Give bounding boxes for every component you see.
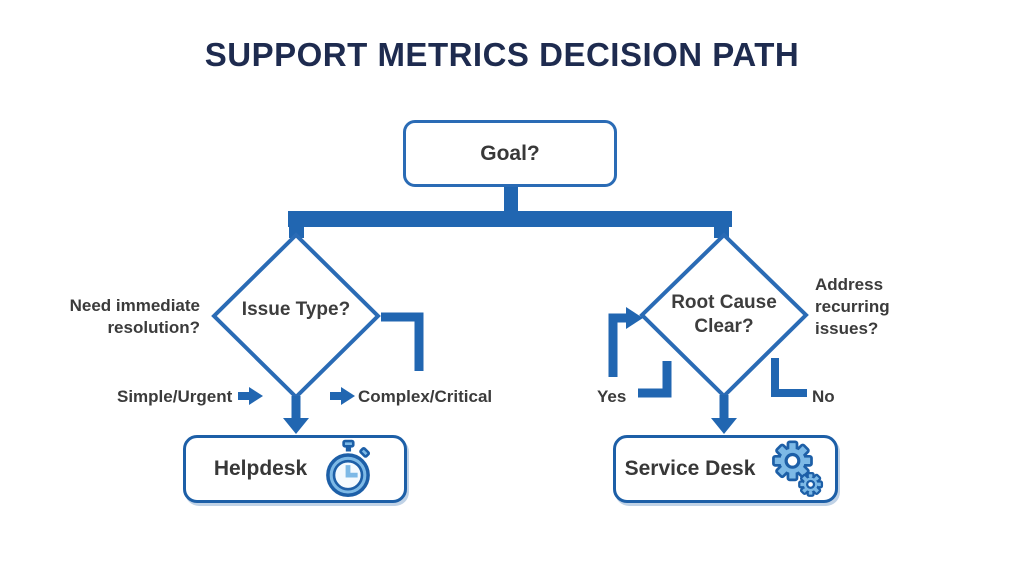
yes-entry-arrowhead [626,307,643,329]
root-cause-label: Root Cause Clear? [671,292,777,337]
root-cause-down-arrowhead [711,418,737,434]
service-desk-label: Service Desk [624,457,756,480]
complex-critical-label: Complex/Critical [358,387,493,406]
node-service-desk: Service Desk [613,435,838,503]
simple-urgent-arrowhead [249,387,263,405]
node-helpdesk: Helpdesk [183,435,407,503]
issue-type-label: Issue Type? [241,299,351,320]
yes-elbow [638,361,672,398]
gears-icon [772,440,824,497]
need-immediate-resolution-label: Need immediate resolution? [69,296,200,338]
branch-bar-left-stub [289,226,304,238]
no-elbow [771,358,807,397]
yes-entry-elbow [608,313,626,377]
goal-to-bar-stub [504,186,518,213]
issue-type-down-arrowhead [283,418,309,434]
helpdesk-label: Helpdesk [213,457,308,480]
stopwatch-icon [326,439,371,497]
simple-urgent-label: Simple/Urgent [117,387,233,406]
page-title: SUPPORT METRICS DECISION PATH [204,36,800,73]
goal-label: Goal? [480,141,540,165]
address-recurring-issues-label: Address recurring issues? [815,275,890,339]
node-goal: Goal? [403,120,617,187]
complex-critical-arrowhead [341,387,355,405]
branch-bar [288,211,732,227]
yes-label: Yes [597,387,627,406]
no-label: No [812,387,835,406]
issue-type-right-elbow [381,312,424,371]
